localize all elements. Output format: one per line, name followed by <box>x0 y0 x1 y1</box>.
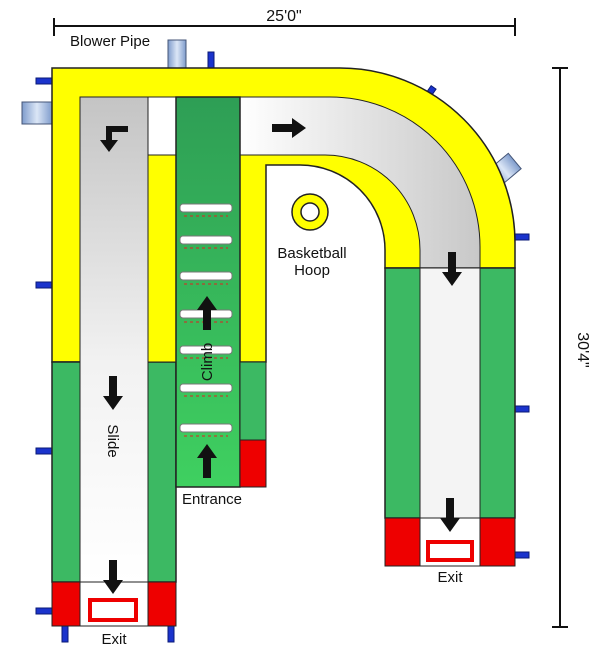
slide-label: Slide <box>104 424 121 457</box>
right-exit-block-outer <box>384 517 421 567</box>
blower-pipes <box>21 39 522 188</box>
blower-pipe-icon <box>21 101 53 125</box>
arrow-up-icon <box>197 296 217 330</box>
climb-rung <box>179 423 233 437</box>
stake-icon <box>35 607 53 615</box>
climb-label: Climb <box>199 343 216 381</box>
left-top-white <box>147 96 177 156</box>
climb-rung <box>179 235 233 249</box>
hoop-icon <box>291 193 329 231</box>
dimension-width: 25'0" <box>53 8 516 36</box>
exit-right-label: Exit <box>437 569 463 586</box>
stake-icon <box>207 51 215 69</box>
blower-pipe-icon <box>167 39 187 69</box>
left-slide-lane <box>79 96 149 583</box>
arrow-down-icon <box>103 376 123 410</box>
climb-rung <box>179 383 233 397</box>
arrow-down-icon <box>442 252 462 286</box>
entrance-label: Entrance <box>182 491 242 508</box>
stake-icon <box>167 625 175 643</box>
right-exit-mat <box>426 540 474 562</box>
climb-rungs <box>179 203 233 437</box>
upper-slide-track <box>239 96 481 269</box>
right-exit-block-inner <box>479 517 516 567</box>
left-exit-mat <box>88 598 138 622</box>
blower-pipe-label: Blower Pipe <box>70 33 150 50</box>
left-exit-block-outer <box>51 581 81 627</box>
arrow-up-icon <box>197 444 217 478</box>
arrow-down-icon <box>103 560 123 594</box>
turn-down-icon <box>100 126 128 152</box>
climb-column <box>175 96 241 488</box>
stake-icon <box>35 77 53 85</box>
stake-icon <box>61 625 69 643</box>
stake-icon <box>35 447 53 455</box>
left-inner-wall <box>147 154 177 363</box>
arrows <box>100 118 462 594</box>
height-label: 30'4" <box>574 332 591 367</box>
climb-side-red <box>239 439 267 488</box>
width-label: 25'0" <box>266 8 301 25</box>
left-exit-block-inner <box>147 581 177 627</box>
climb-rung <box>179 203 233 217</box>
basketball-label: Basketball <box>277 245 346 262</box>
hoop-label: Hoop <box>294 262 330 279</box>
arrow-right-icon <box>272 118 306 138</box>
stake-icon <box>35 281 53 289</box>
dimension-height: 30'4" <box>552 67 591 628</box>
arrow-down-icon <box>440 498 460 532</box>
exit-left-label: Exit <box>101 631 127 648</box>
climb-rung <box>179 345 233 359</box>
climb-rung <box>179 271 233 285</box>
right-slide-lane <box>419 267 481 519</box>
